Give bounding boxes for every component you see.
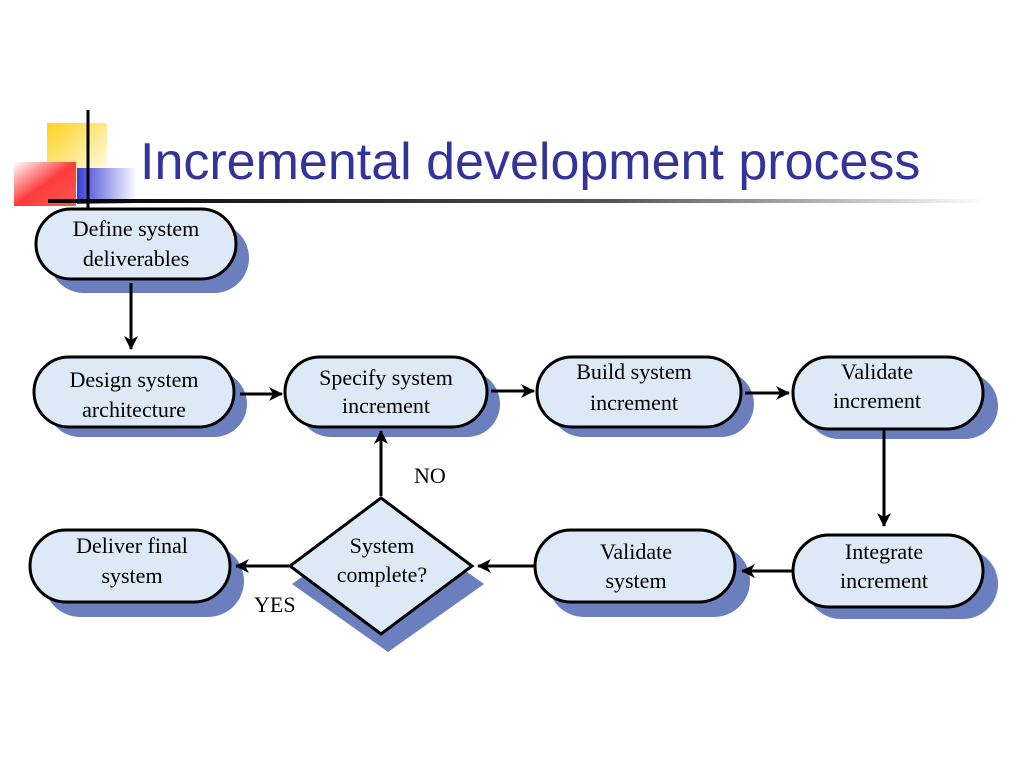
node-label-line2: increment — [342, 393, 430, 418]
node-validate-increment: Validate increment — [791, 355, 998, 439]
node-body — [34, 207, 238, 281]
node-body — [533, 528, 737, 604]
node-body — [32, 355, 236, 429]
node-body — [283, 355, 489, 429]
node-label-line1: Integrate — [845, 539, 923, 564]
node-label-line1: Design system — [70, 367, 199, 392]
node-label-line2: architecture — [82, 397, 186, 422]
decision-body — [287, 496, 475, 636]
logo-blue-square — [77, 168, 137, 204]
node-label-line1: Define system — [73, 216, 199, 241]
slide-logo — [14, 110, 137, 212]
node-body — [791, 355, 985, 431]
edge-label-yes: YES — [254, 592, 296, 617]
node-build-system-increment: Build system increment — [535, 355, 754, 437]
node-label-line1: Specify system — [319, 365, 453, 390]
node-deliver-final-system: Deliver final system — [28, 528, 244, 617]
node-label-line1: Validate — [841, 359, 913, 384]
node-label-line2: system — [101, 563, 162, 588]
node-integrate-increment: Integrate increment — [791, 533, 998, 619]
node-label-line2: deliverables — [83, 246, 189, 271]
edge-label-no: NO — [414, 463, 446, 488]
node-label-line2: increment — [590, 390, 678, 415]
node-label-line1: Deliver final — [76, 533, 188, 558]
flow-arrows — [124, 283, 891, 578]
node-label-line2: system — [605, 568, 666, 593]
node-body — [28, 528, 232, 604]
title-underline — [48, 199, 988, 203]
decision-label-line1: System — [350, 533, 415, 558]
node-label-line2: increment — [840, 568, 928, 593]
node-label-line1: Validate — [600, 539, 672, 564]
node-body — [535, 355, 743, 429]
node-label-line1: Build system — [576, 359, 692, 384]
node-validate-system: Validate system — [533, 528, 750, 617]
node-body — [791, 533, 985, 609]
node-label-line2: increment — [833, 388, 921, 413]
decision-label-line2: complete? — [337, 562, 427, 587]
node-design-system-architecture: Design system architecture — [32, 355, 247, 437]
slide-title: Incremental development process — [140, 133, 921, 191]
node-specify-system-increment: Specify system increment — [283, 355, 500, 437]
node-define-system-deliverables: Define system deliverables — [34, 207, 249, 293]
logo-red-square — [14, 162, 76, 206]
decision-system-complete: System complete? — [287, 496, 484, 652]
